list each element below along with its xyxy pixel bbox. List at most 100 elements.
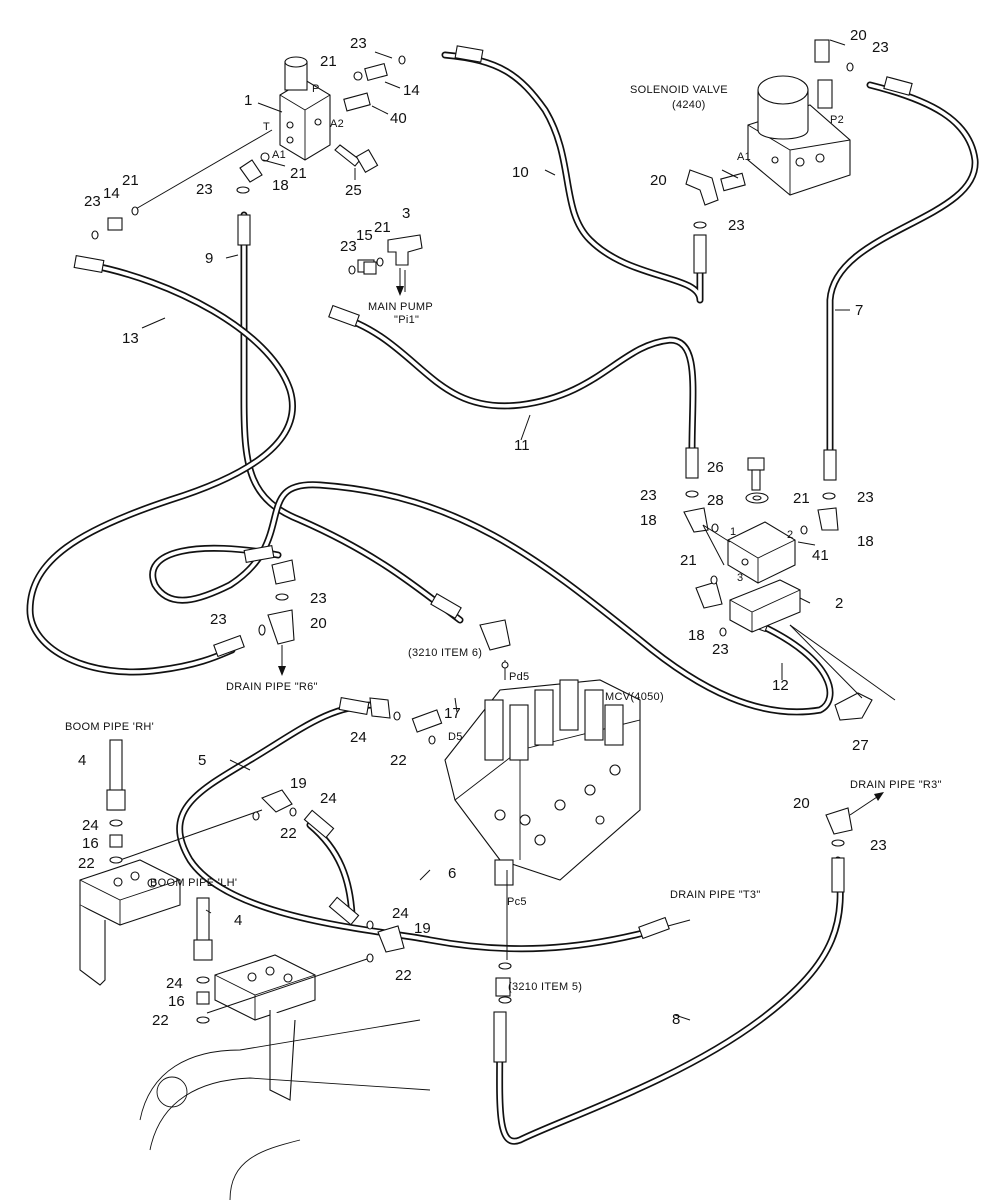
callout-17: 17 (444, 705, 461, 722)
callout-23-d: 23 (196, 181, 213, 198)
callout-16-lh: 16 (168, 993, 185, 1010)
leader-lines (119, 39, 896, 1021)
hose-7 (826, 81, 979, 464)
hose-11 (331, 311, 697, 454)
callout-9: 9 (205, 250, 213, 267)
tee-20-drain-r3 (825, 807, 853, 835)
clamp-bracket-rh (79, 859, 181, 986)
port-pc5: Pc5 (507, 896, 527, 908)
callout-28: 28 (707, 492, 724, 509)
callout-13: 13 (122, 330, 139, 347)
hose-8 (496, 856, 844, 1145)
callout-22-rh: 22 (78, 855, 95, 872)
callout-23-a: 23 (350, 35, 367, 52)
callout-18-left: 18 (640, 512, 657, 529)
callout-15: 15 (356, 227, 373, 244)
callout-2: 2 (835, 595, 843, 612)
elbow-ends-12 (369, 619, 511, 719)
callout-4-rh: 4 (78, 752, 86, 769)
port-p: P (312, 83, 320, 95)
boom-pipe-rh-label: BOOM PIPE 'RH' (65, 721, 154, 733)
callout-7: 7 (855, 302, 863, 319)
elbow-19-lower (377, 925, 405, 953)
callout-41: 41 (812, 547, 829, 564)
callout-12: 12 (772, 677, 789, 694)
washer-28 (745, 492, 769, 504)
callout-5: 5 (198, 752, 206, 769)
port-block-1: 1 (730, 526, 736, 538)
hose-6 (306, 821, 356, 919)
callout-23-i: 23 (310, 590, 327, 607)
callout-21-b: 21 (290, 165, 307, 182)
solenoid-valve-label: SOLENOID VALVE (630, 84, 728, 96)
port-d5: D5 (448, 731, 463, 743)
callout-21-c: 21 (122, 172, 139, 189)
boom-pipe-rh (106, 739, 126, 811)
elbow-19-upper (261, 789, 293, 813)
callout-10: 10 (512, 164, 529, 181)
main-pump-port: "Pi1" (394, 314, 419, 326)
callout-1: 1 (244, 92, 252, 109)
bolt-26 (747, 457, 765, 491)
callout-4-lh: 4 (234, 912, 242, 929)
callout-23-l: 23 (870, 837, 887, 854)
callout-24-mcv: 24 (350, 729, 367, 746)
fitting-40 (343, 92, 371, 112)
valve-block-1 (279, 56, 331, 161)
tee-20-drain-r6 (267, 559, 296, 645)
callout-22-lh: 22 (152, 1012, 169, 1029)
fitting-14-top (353, 62, 388, 82)
boom-pipe-lh (193, 897, 213, 961)
fitting-t3-end (495, 977, 511, 997)
callout-16-rh: 16 (82, 835, 99, 852)
port-a1: A1 (272, 149, 286, 161)
fitting-27 (834, 692, 873, 721)
o-rings (91, 55, 854, 1024)
callout-21-d: 21 (374, 219, 391, 236)
item6-label: (3210 ITEM 6) (408, 647, 482, 659)
callout-18-right: 18 (857, 533, 874, 550)
callout-numbers: 1 2 3 4 4 5 6 7 8 9 10 11 12 13 14 14 15… (78, 27, 889, 1029)
callout-22-upper: 22 (280, 825, 297, 842)
callout-23-k: 23 (712, 641, 729, 658)
callout-23-j: 23 (210, 611, 227, 628)
callout-14-left: 14 (103, 185, 120, 202)
callout-23-h: 23 (857, 489, 874, 506)
hose-ends (73, 45, 913, 1063)
callout-20-drain-r6: 20 (310, 615, 327, 632)
drain-pipe-r6-label: DRAIN PIPE "R6" (226, 681, 318, 693)
callout-6: 6 (448, 865, 456, 882)
hose-9 (240, 211, 464, 624)
callout-20-drain-r3: 20 (793, 795, 810, 812)
fitting-17 (411, 709, 443, 733)
callout-18-bottom: 18 (688, 627, 705, 644)
callout-20-solenoid-top: 20 (850, 27, 867, 44)
item5-label: (3210 ITEM 5) (508, 981, 582, 993)
solenoid-valve-code: (4240) (672, 99, 706, 111)
port-sv-p2: P2 (830, 114, 844, 126)
port-t: T (263, 121, 270, 133)
mcv-label: MCV(4050) (605, 691, 664, 703)
callout-27: 27 (852, 737, 869, 754)
hose-12 (149, 481, 834, 716)
callout-21-f: 21 (680, 552, 697, 569)
clamp-bracket-lh (214, 954, 316, 1101)
callout-23-e: 23 (728, 217, 745, 234)
callout-40: 40 (390, 110, 407, 127)
solenoid-valve (747, 39, 851, 196)
callout-18-top: 18 (272, 177, 289, 194)
port-a2: A2 (330, 118, 344, 130)
hose-13 (26, 261, 296, 676)
boom-outline (139, 1019, 431, 1200)
callout-20-solenoid: 20 (650, 172, 667, 189)
callout-3: 3 (402, 205, 410, 222)
drain-arrows (278, 268, 884, 927)
callout-24-rh: 24 (82, 817, 99, 834)
callout-14-top: 14 (403, 82, 420, 99)
callout-19-upper: 19 (290, 775, 307, 792)
main-pump-label: MAIN PUMP (368, 301, 433, 313)
elbows-18-right (683, 507, 839, 609)
drain-pipe-r3-label: DRAIN PIPE "R3" (850, 779, 942, 791)
callout-25: 25 (345, 182, 362, 199)
